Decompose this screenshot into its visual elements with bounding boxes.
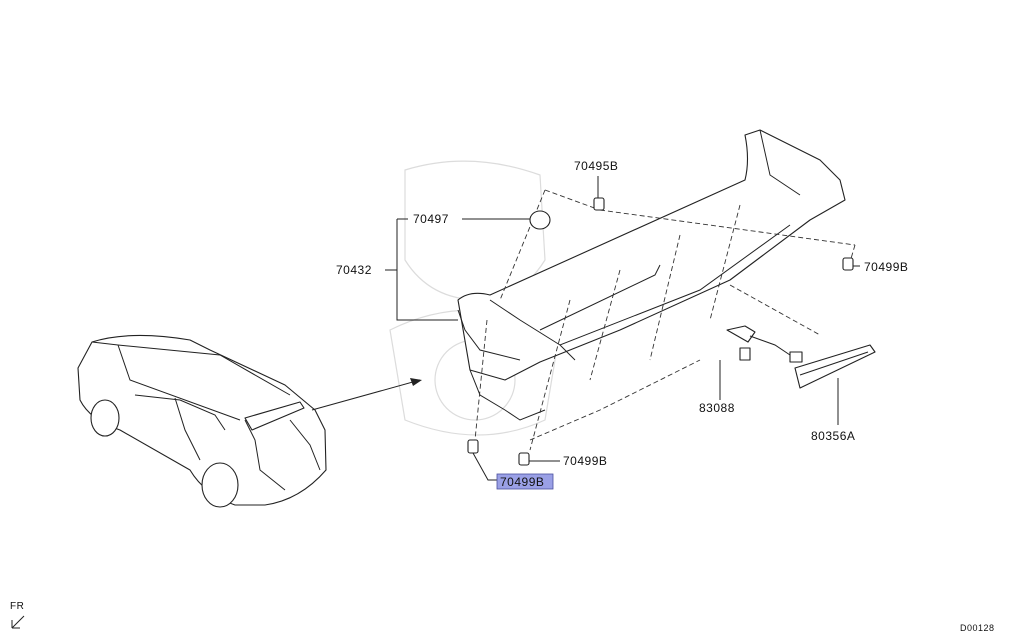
callout-70499b-selected[interactable]: 70499B — [500, 475, 544, 489]
diagram-code: D00128 — [960, 623, 995, 633]
callout-70495b[interactable]: 70495B — [574, 159, 618, 173]
clip-70499b-right — [842, 257, 860, 271]
callout-70497[interactable]: 70497 — [413, 212, 449, 226]
assembly-leaders — [474, 189, 856, 451]
callout-83088[interactable]: 83088 — [699, 401, 735, 415]
clip-70499b-left — [467, 439, 498, 481]
harness-83088 — [719, 325, 803, 400]
orientation-label: FR — [10, 601, 24, 612]
callout-70499b-mid[interactable]: 70499B — [563, 454, 607, 468]
callout-70432[interactable]: 70432 — [336, 263, 372, 277]
stop-lamp-80356a — [794, 344, 876, 425]
callout-highlight — [496, 473, 554, 490]
direction-arrow — [311, 379, 421, 411]
vehicle-illustration — [77, 334, 327, 508]
front-arrow-icon — [11, 615, 25, 629]
arrow-head — [410, 378, 422, 386]
bracket-70432 — [396, 219, 458, 321]
rear-spoiler-70432 — [457, 129, 846, 421]
callout-80356a[interactable]: 80356A — [811, 429, 855, 443]
grommet-70497 — [462, 210, 551, 230]
clip-70499b-mid — [518, 452, 530, 466]
clip-70495b — [593, 176, 605, 211]
callout-70499b-right[interactable]: 70499B — [864, 260, 908, 274]
